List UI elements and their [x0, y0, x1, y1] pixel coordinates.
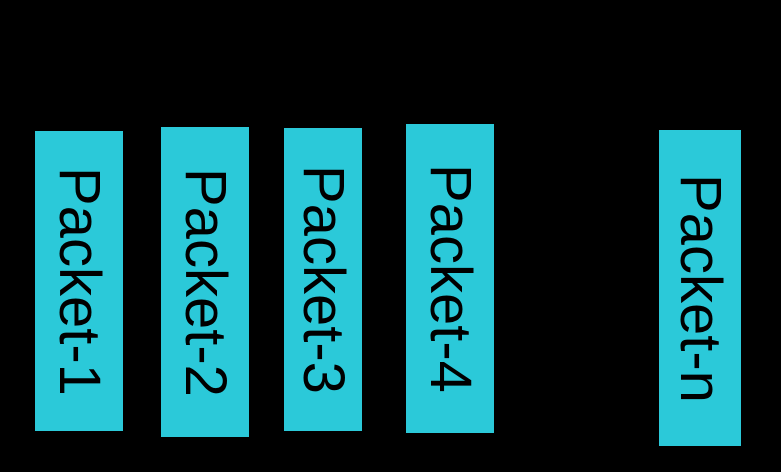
packet-label-4: Packet-4: [418, 164, 483, 393]
packet-label-1: Packet-1: [47, 166, 112, 396]
packet-box-n: Packet-n: [659, 130, 741, 446]
packet-label-n: Packet-n: [668, 173, 733, 403]
packet-box-3: Packet-3: [284, 128, 362, 431]
packet-box-1: Packet-1: [35, 131, 123, 431]
packet-box-2: Packet-2: [161, 127, 249, 437]
packet-label-2: Packet-2: [173, 167, 238, 397]
packet-label-3: Packet-3: [291, 165, 356, 394]
packet-box-4: Packet-4: [406, 124, 494, 433]
